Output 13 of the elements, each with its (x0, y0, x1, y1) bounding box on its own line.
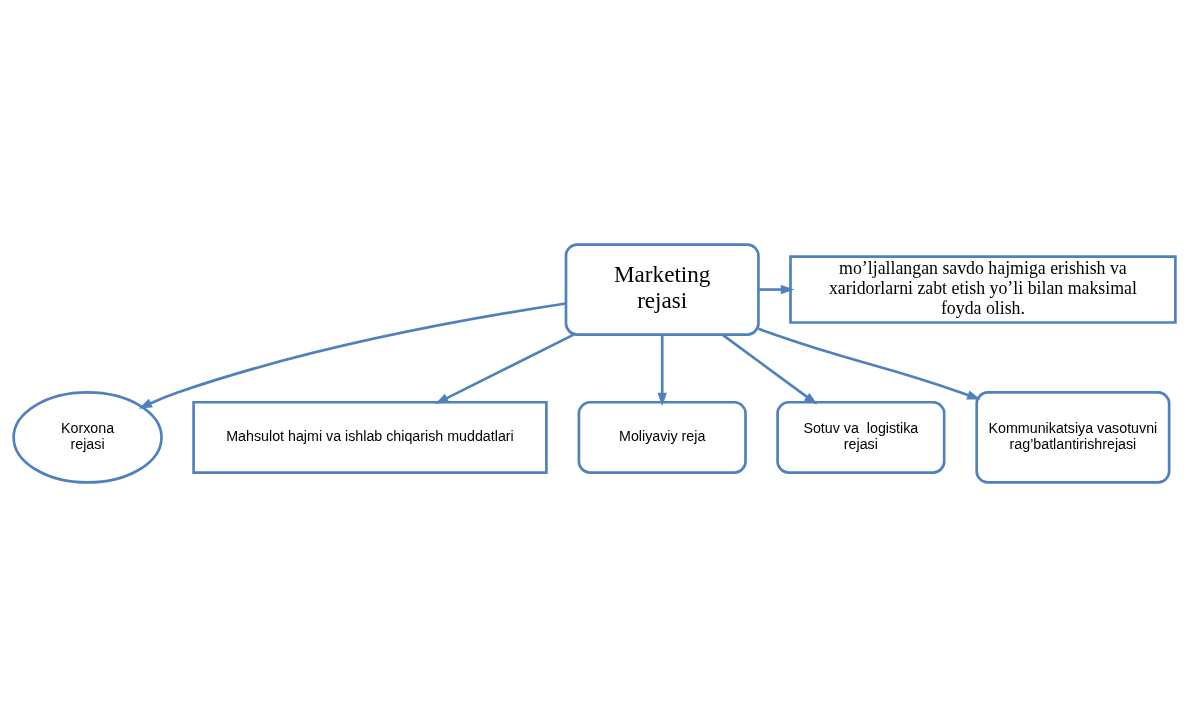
arrow (758, 327, 981, 400)
arrow (657, 334, 667, 407)
node-ellipse: Korxona rejasi (12, 391, 163, 484)
arrow (138, 302, 567, 409)
node-box: Mahsulot hajmi va ishlab chiqarish muddatlari (192, 400, 548, 474)
node-box: Sotuv va logistika rejasi (776, 400, 946, 474)
node-box: Moliyaviy reja (577, 400, 747, 474)
arrow (758, 284, 795, 295)
node-box: mo’ljallangan savdo hajmiga erishish va xaridorlarni zabt etish yo’li bilan maksimal foyda olish. (789, 255, 1177, 324)
node-box: Kommunikatsiya vasotuvni rag’batlantirishrejasi (975, 391, 1171, 484)
arrow (721, 333, 818, 405)
arrow (435, 333, 575, 404)
node-box: Marketing rejasi (564, 243, 760, 336)
